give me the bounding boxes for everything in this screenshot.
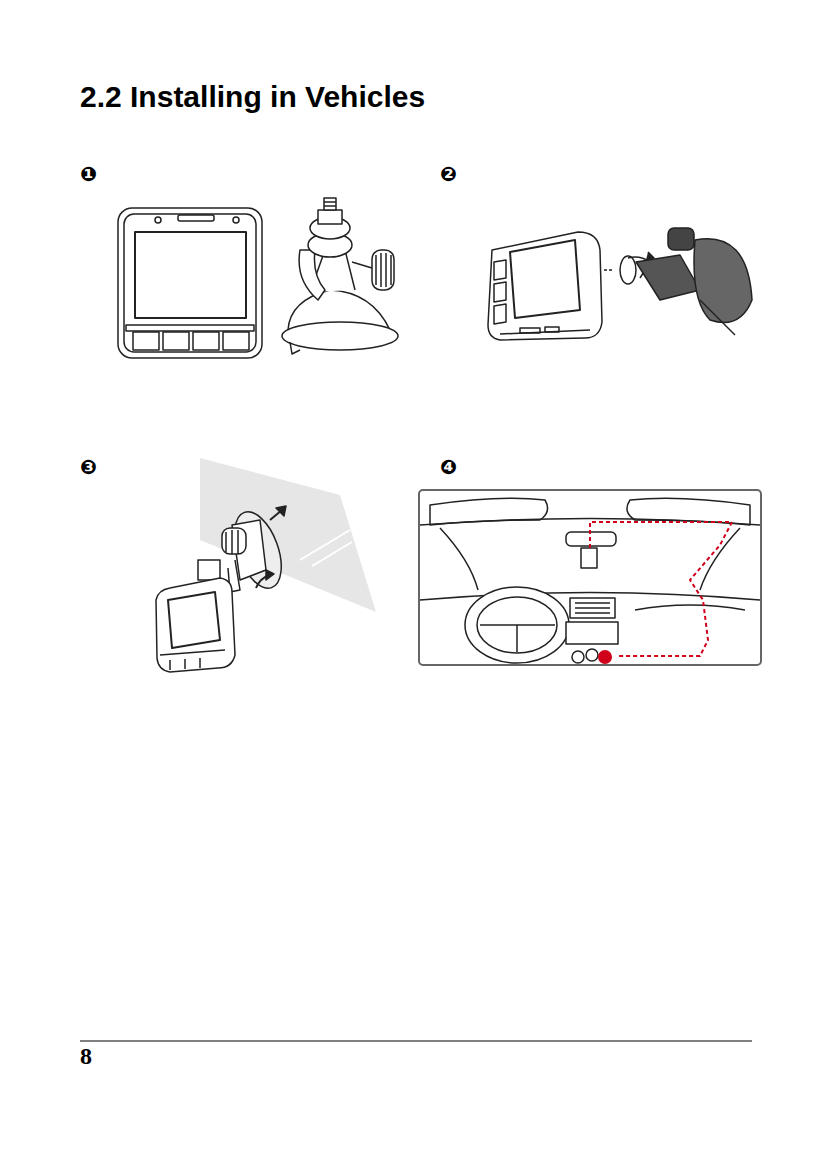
power-socket [598, 650, 612, 664]
footer-rule [80, 1041, 752, 1042]
section-title: 2.2 Installing in Vehicles [80, 80, 425, 114]
press-arrow-head [276, 506, 286, 516]
camera-mounted [156, 506, 290, 672]
callout-number: ❶ [80, 162, 97, 186]
suction-mount [282, 198, 398, 354]
page-number: 8 [80, 1043, 92, 1070]
lock-arrow-head [266, 570, 274, 580]
callout-number: ❸ [80, 455, 97, 479]
callout-number: ❹ [440, 455, 457, 479]
camera-front [118, 208, 262, 358]
cable-route [590, 522, 732, 656]
suction-mount [620, 228, 752, 335]
callout-number: ❷ [440, 162, 457, 186]
camera-side [488, 232, 612, 340]
car-interior [419, 490, 761, 665]
